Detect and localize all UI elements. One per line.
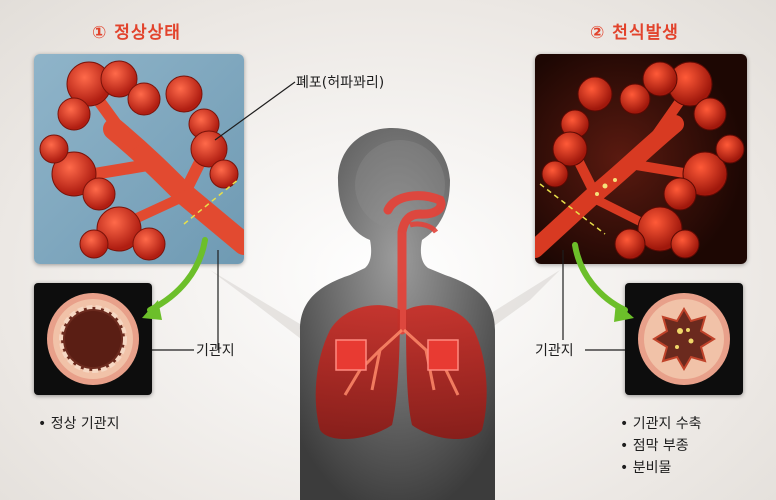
asthma-bullet-3: • 분비물	[620, 457, 702, 479]
asthma-bronchus-label: 기관지	[535, 340, 574, 360]
normal-bronchus-label: 기관지	[196, 340, 235, 360]
asthma-bullet-list: • 기관지 수축 • 점막 부종 • 분비물	[620, 413, 702, 479]
asthma-bullet-2: • 점막 부종	[620, 435, 702, 457]
lung-alveoli-label: 폐포(허파꽈리)	[296, 72, 384, 92]
normal-arrow-icon	[150, 240, 205, 310]
asthma-arrow-icon	[575, 245, 625, 310]
normal-bullet-list: • 정상 기관지	[38, 413, 120, 433]
lung-label-leader	[215, 82, 295, 140]
asthma-bullet-1: • 기관지 수축	[620, 413, 702, 435]
normal-bullet-1: • 정상 기관지	[38, 413, 120, 433]
